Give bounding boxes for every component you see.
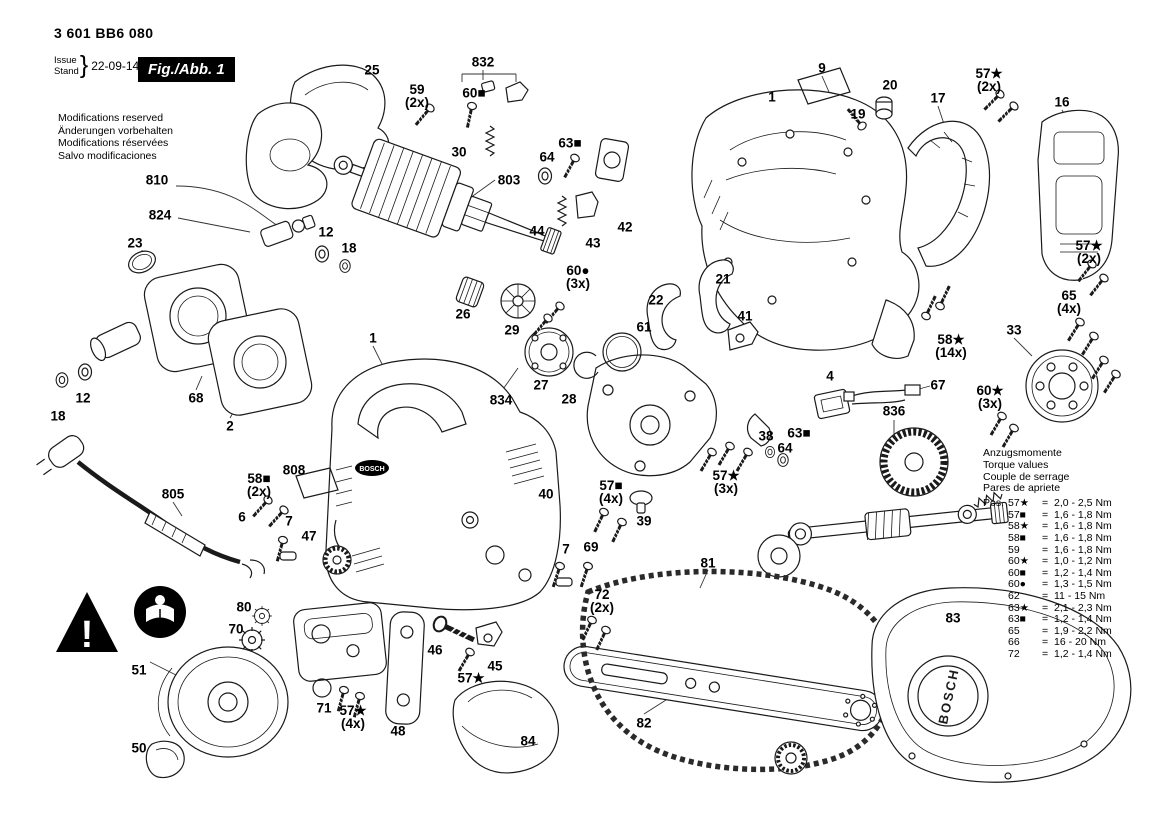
housing-half bbox=[691, 89, 920, 359]
figure-badge: Fig./Abb. 1 bbox=[138, 57, 235, 82]
torque-row-65: 65=1,9 - 2,2 Nm bbox=[1008, 624, 1112, 637]
torque-row-66: 66=16 - 20 Nm bbox=[1008, 636, 1106, 649]
main-body: BOSCH bbox=[248, 358, 561, 611]
torque-row-63: 63■=1,2 - 1,4 Nm bbox=[1008, 613, 1112, 626]
torque-row-57: Pos.57★=2,0 - 2,5 Nm bbox=[983, 497, 1112, 510]
document-number: 3 601 BB6 080 bbox=[54, 25, 154, 41]
saw-chain bbox=[579, 568, 897, 775]
issue-stand-block: Issue Stand } 22-09-14 bbox=[54, 53, 139, 78]
armature bbox=[333, 138, 562, 255]
brace-glyph: } bbox=[79, 51, 89, 79]
note-line: Modifications réservées bbox=[58, 137, 169, 149]
torque-row-60: 60●=1,3 - 1,5 Nm bbox=[1008, 578, 1112, 591]
small-hardware-top bbox=[410, 80, 630, 227]
read-manual-icon bbox=[134, 586, 186, 638]
torque-row-58: 58■=1,6 - 1,8 Nm bbox=[1008, 531, 1112, 544]
left-gear-housing bbox=[55, 214, 351, 416]
gear-cluster bbox=[757, 409, 1022, 578]
round-cover bbox=[145, 646, 289, 779]
oil-pump-assembly bbox=[238, 533, 503, 725]
torque-row-58: 58★=1,6 - 1,8 Nm bbox=[1008, 520, 1112, 533]
top-handle bbox=[797, 67, 991, 267]
note-line: Salvo modificaciones bbox=[58, 149, 157, 162]
motor-cover-shells bbox=[245, 64, 390, 210]
warning-triangle-icon: ! bbox=[56, 592, 118, 656]
brake-levers bbox=[646, 259, 759, 351]
issue-label: Issue bbox=[54, 54, 77, 66]
guide-bar bbox=[563, 645, 884, 732]
stand-label: Stand bbox=[54, 65, 79, 77]
issue-date: 22-09-14 bbox=[91, 58, 140, 73]
torque-row-72: 72=1,2 - 1,4 Nm bbox=[1008, 647, 1112, 660]
torque-row-60: 60★=1,0 - 1,2 Nm bbox=[1008, 555, 1112, 568]
sprocket-cover: BOSCH bbox=[871, 587, 1132, 783]
note-line: Modifications reserved bbox=[58, 112, 164, 124]
torque-row-59: 59=1,6 - 1,8 Nm bbox=[1008, 543, 1112, 556]
warning-exclamation: ! bbox=[81, 614, 94, 656]
torque-row-63: 63★=2,1 - 2,3 Nm bbox=[1008, 601, 1112, 614]
front-guard bbox=[452, 680, 559, 774]
torque-row-60: 60■=1,2 - 1,4 Nm bbox=[1008, 566, 1112, 579]
power-cord bbox=[36, 435, 614, 654]
torque-row-62: 62=11 - 15 Nm bbox=[1008, 589, 1106, 602]
fan-assembly bbox=[455, 276, 536, 319]
note-line: Änderungen vorbehalten bbox=[58, 124, 174, 137]
body-brand-badge: BOSCH bbox=[359, 466, 384, 473]
bearing-flange bbox=[918, 282, 1124, 423]
torque-row-57: 57■=1,6 - 1,8 Nm bbox=[1008, 508, 1112, 521]
switch-and-wiring bbox=[746, 384, 921, 467]
side-cover bbox=[979, 86, 1119, 300]
